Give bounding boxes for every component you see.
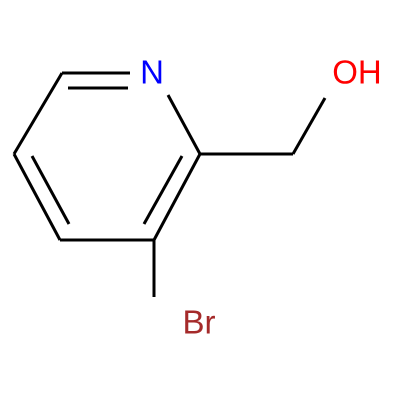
- bond-ch2-oh: [291, 97, 327, 155]
- bond-c2-n1: [166, 94, 202, 155]
- hydroxyl-label: OH: [332, 54, 382, 91]
- bromine-label: Br: [183, 304, 216, 341]
- bond-c5-c4-inner: [30, 155, 71, 225]
- atom-label-group: N OH Br: [140, 54, 382, 341]
- bond-c5-c4: [12, 153, 62, 241]
- bond-group: [12, 71, 327, 297]
- bond-c6-c5: [12, 72, 64, 155]
- nitrogen-label: N: [140, 54, 164, 91]
- bond-c3-c2: [152, 153, 202, 241]
- bond-c3-c2-inner: [142, 155, 184, 225]
